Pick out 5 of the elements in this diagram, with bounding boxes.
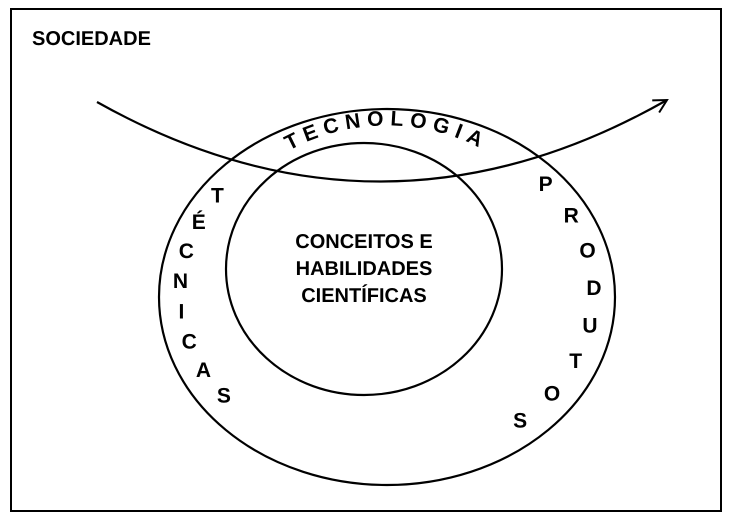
circle-label: CONCEITOS E HABILIDADES CIENTÍFICAS bbox=[294, 230, 434, 308]
curved-label: PRODUTOS bbox=[513, 172, 602, 432]
curved-label: TÉCNICAS bbox=[172, 184, 231, 407]
frame-box bbox=[10, 8, 722, 512]
region-label: SOCIEDADE bbox=[32, 28, 151, 51]
